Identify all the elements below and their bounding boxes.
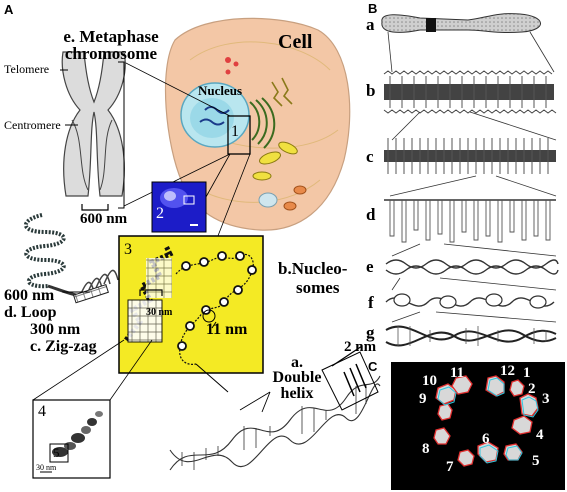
double-helix-label-line2: Double xyxy=(272,369,322,386)
panel-b-row-a: a xyxy=(366,15,375,34)
cell-label: Cell xyxy=(278,31,313,53)
inset-1-number: 1 xyxy=(231,123,239,140)
metaphase-chromosome xyxy=(61,51,126,197)
inset-1-box xyxy=(227,115,251,155)
nucleosome-string xyxy=(175,251,257,365)
inset-2-number: 2 xyxy=(156,205,164,222)
zigzag-label: c. Zig-zag xyxy=(30,338,97,355)
panel-a-letter: A xyxy=(4,2,14,17)
inset-4-number: 4 xyxy=(38,403,46,420)
nucleosomes-label-line2: somes xyxy=(296,278,340,297)
loop-coils xyxy=(23,213,66,289)
cluster-label-10: 10 xyxy=(422,373,437,389)
metaphase-label-line2: chromosome xyxy=(64,44,158,63)
telomere-label: Telomere xyxy=(4,62,50,76)
scale-30nm-inset: 30 nm xyxy=(36,463,57,472)
panel-b-row-f: f xyxy=(368,293,374,312)
cluster-label-3: 3 xyxy=(542,391,550,407)
cluster-label-11: 11 xyxy=(450,365,465,381)
cluster-label-2: 2 xyxy=(528,381,536,397)
panel-b-letter: B xyxy=(368,1,378,16)
cluster-label-6: 6 xyxy=(482,431,490,447)
cluster-label-5: 5 xyxy=(532,453,540,469)
double-helix-label-line3: helix xyxy=(280,385,314,402)
cluster-label-4: 4 xyxy=(536,427,544,443)
cluster-label-8: 8 xyxy=(422,441,430,457)
scale-600nm-loop: 600 nm xyxy=(4,287,55,304)
panel-c-clusters xyxy=(433,375,539,467)
metaphase-label-line1: e. Metaphase xyxy=(63,27,159,46)
panel-b-row-d: d xyxy=(366,205,376,224)
panel-b-diagram xyxy=(381,13,559,347)
cell xyxy=(164,17,351,231)
panel-b-row-c: c xyxy=(366,147,374,166)
panel-c-letter: C xyxy=(368,359,378,374)
cluster-label-7: 7 xyxy=(446,459,454,475)
panel-b-row-g: g xyxy=(366,323,375,342)
scale-2nm: 2 nm xyxy=(344,339,377,355)
panel-b-row-b: b xyxy=(366,81,376,100)
scale-600nm-chromosome: 600 nm xyxy=(80,211,128,227)
cluster-label-1: 1 xyxy=(523,365,531,381)
cluster-label-12: 12 xyxy=(500,363,515,379)
double-helix-label-line1: a. xyxy=(291,354,303,371)
scale-30nm-box: 30 nm xyxy=(146,307,173,318)
centromere-label: Centromere xyxy=(4,118,61,132)
scale-300nm: 300 nm xyxy=(30,321,81,338)
nucleosomes-label-line1: b.Nucleo- xyxy=(278,259,348,278)
panel-c-image xyxy=(391,362,565,490)
panel-b-row-e: e xyxy=(366,257,374,276)
inset-5-number: 5 xyxy=(53,445,60,460)
nucleus-label: Nucleus xyxy=(198,83,243,98)
loop-label: d. Loop xyxy=(4,304,57,321)
inset-3-number: 3 xyxy=(124,241,132,258)
cluster-label-9: 9 xyxy=(419,391,427,407)
scale-11nm: 11 nm xyxy=(206,321,248,338)
